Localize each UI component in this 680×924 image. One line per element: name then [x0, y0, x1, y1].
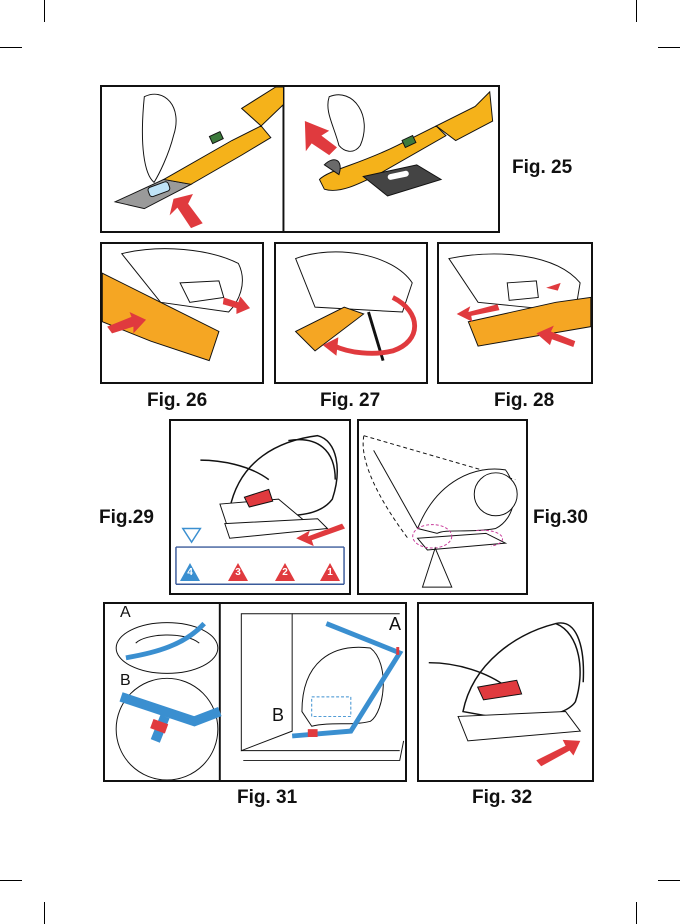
fig28-caption: Fig. 28: [494, 390, 554, 412]
fig32-panel: [417, 602, 594, 782]
fig30-panel: [357, 419, 528, 595]
fig29-caption: Fig.29: [99, 507, 154, 529]
crop-mark: [658, 47, 680, 48]
recline-position-label: 3: [228, 567, 248, 578]
crop-mark: [636, 902, 637, 924]
recline-position-label: 4: [180, 567, 200, 578]
crop-mark: [658, 880, 680, 881]
fig32-illustration: [419, 604, 592, 780]
fig27-illustration: [276, 244, 426, 382]
crop-mark: [44, 902, 45, 924]
recline-position-2: 2: [275, 563, 295, 581]
recline-position-label: 1: [320, 567, 340, 578]
crop-mark: [636, 0, 637, 22]
fig27-panel: [274, 242, 428, 384]
fig31-caption: Fig. 31: [237, 787, 297, 809]
crop-mark: [0, 880, 22, 881]
recline-position-3: 3: [228, 563, 248, 581]
fig25-panel: [100, 85, 500, 233]
fig26-illustration: [102, 244, 262, 382]
fig32-caption: Fig. 32: [472, 787, 532, 809]
crop-mark: [44, 0, 45, 22]
fig28-illustration: [439, 244, 591, 382]
fig25-caption: Fig. 25: [512, 157, 572, 179]
fig31-illustration: [105, 604, 405, 780]
fig26-panel: [100, 242, 264, 384]
fig27-caption: Fig. 27: [320, 390, 380, 412]
fig25-illustration: [102, 87, 498, 231]
fig31-point-a-label: A: [389, 614, 401, 635]
crop-mark: [0, 47, 22, 48]
fig31-panel: [103, 602, 407, 782]
recline-position-4: 4: [180, 563, 200, 581]
recline-position-1: 1: [320, 563, 340, 581]
fig30-illustration: [359, 421, 526, 593]
fig30-caption: Fig.30: [533, 507, 588, 529]
fig31-point-b-label: B: [272, 705, 284, 726]
fig31-detail-b-label: B: [120, 672, 131, 690]
fig31-detail-a-label: A: [120, 604, 131, 622]
fig26-caption: Fig. 26: [147, 390, 207, 412]
fig28-panel: [437, 242, 593, 384]
recline-position-label: 2: [275, 567, 295, 578]
